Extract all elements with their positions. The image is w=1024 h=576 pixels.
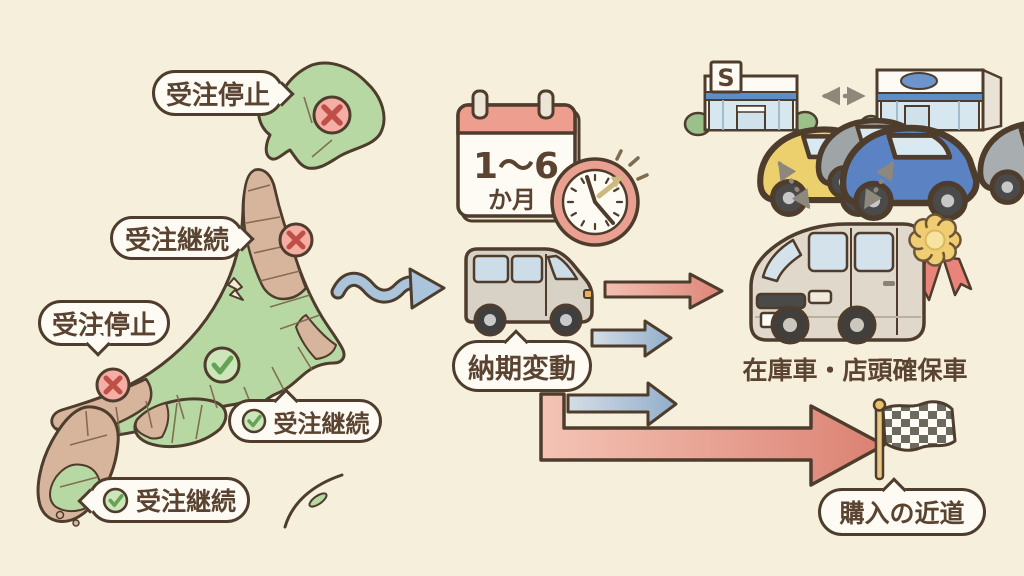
prefecture-borders [59,96,333,488]
bubble-hokkaido-status: 受注停止 [152,70,295,116]
transfer-arrow-right-icon [863,160,895,210]
bubble-central-status: 受注継続 [228,388,382,443]
wavy-arrow-icon [330,267,446,310]
check-circle-icon [241,408,266,434]
calendar-icon: 1〜6 か月 [456,89,581,223]
gold-medal-icon [908,213,962,267]
stock-van-wheels [770,305,877,345]
bubble-hokkaido-label: 受注停止 [165,80,270,111]
emphasis-lines [615,149,649,181]
brand-s-logo-icon: S [717,64,734,92]
blue-arrow-1-icon [590,319,673,358]
calendar-range-text: 1〜6 [473,146,559,187]
bubble-chugoku-label: 受注停止 [51,310,156,341]
map-tohoku-region [242,168,308,301]
dealership-left: S [683,60,819,137]
blue-arrow-2-icon [566,381,678,427]
clock-icon [550,149,649,247]
van-wheels [473,303,583,337]
bubble-goal-label: 購入の近道 [839,499,965,528]
map-okinawa-arc [283,473,344,529]
check-marker-central-icon [203,346,241,384]
bubble-central-label: 受注継続 [273,409,370,438]
clock-ticks [566,173,624,231]
map-shikoku-west [134,402,170,440]
map-islet-1 [55,510,65,520]
red-arrow-icon [603,272,724,310]
suzuki-sign: S [709,60,743,94]
oval-logo-icon [900,72,938,90]
checkered-flag-icon [872,398,957,481]
delivery-van [464,247,594,337]
car-gray-right [979,121,1024,204]
stock-van [749,213,973,345]
stock-label: 在庫車・店頭確保車 [742,356,968,385]
map-islet-2 [72,519,80,527]
map-okinawa-island [308,492,328,508]
shortcut-arrow [539,392,886,487]
bubble-kyushu-status: 受注継続 [77,477,250,523]
bubble-chugoku-status: 受注停止 [38,300,170,357]
stop-marker-tohoku-icon [278,222,314,258]
check-circle-icon [102,487,129,513]
bubble-tohoku-label: 受注継続 [124,225,229,256]
bubble-goal: 購入の近道 [818,477,986,536]
flow-arrows [566,272,724,427]
map-sado-island [227,277,244,301]
clock-fast-arrow [596,176,623,199]
japan-map [36,61,386,529]
dealership-right [858,68,1003,138]
bubble-delivery: 納期変動 [452,329,592,392]
stop-marker-hokkaido-icon [312,95,352,135]
bubble-kyushu-label: 受注継続 [135,487,236,516]
dealerships-scene: S [683,60,1024,220]
calendar-unit-text: か月 [488,186,536,214]
transfer-arrows-diagonal [777,160,895,210]
bubble-tohoku-status: 受注継続 [110,216,255,260]
clock-hands [585,175,615,225]
stop-marker-chugoku-icon [95,367,131,403]
transfer-arrow-left-icon [777,160,811,210]
bubble-delivery-label: 納期変動 [468,353,576,385]
